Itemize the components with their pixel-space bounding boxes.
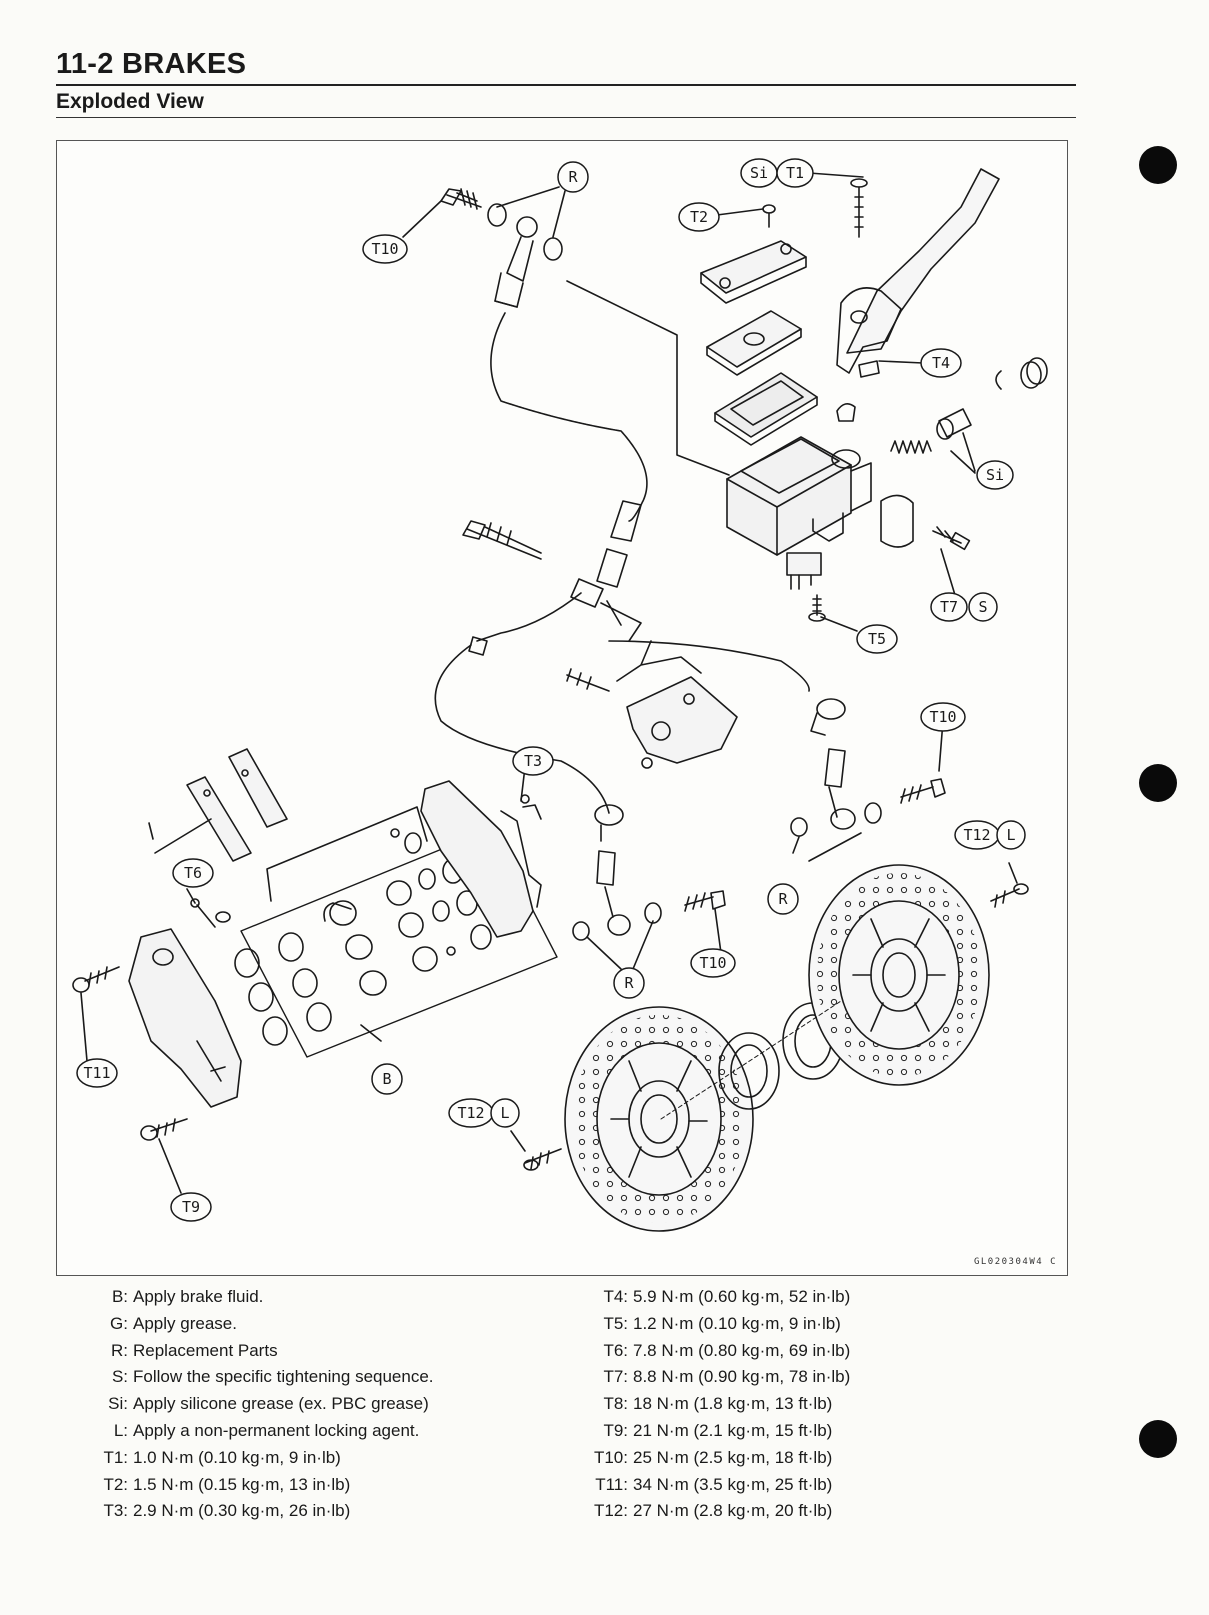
legend-row: T5:1.2 N·m (0.10 kg·m, 9 in·lb) bbox=[580, 1311, 960, 1338]
legend-key: T5: bbox=[603, 1313, 628, 1333]
callout-t7: T7 bbox=[940, 598, 958, 616]
legend-text: 1.5 N·m (0.15 kg·m, 13 in·lb) bbox=[133, 1474, 351, 1494]
title-rule bbox=[56, 84, 1076, 86]
legend-row: L:Apply a non-permanent locking agent. bbox=[80, 1418, 500, 1445]
legend-text: Apply brake fluid. bbox=[133, 1287, 264, 1306]
legend-right: T4: 5.9 N·m (0.60 kg·m, 52 in·lb) T5:1.2 … bbox=[580, 1284, 960, 1525]
binder-hole-1 bbox=[1139, 146, 1177, 184]
legend-key: Si: bbox=[108, 1394, 128, 1414]
legend-key: T3: bbox=[103, 1501, 128, 1521]
callout-si-right: Si bbox=[986, 466, 1004, 484]
page-title: 11-2 BRAKES bbox=[56, 48, 247, 80]
callout-t12-lower: T12 bbox=[457, 1104, 484, 1122]
legend-key: L: bbox=[113, 1420, 128, 1440]
callout-r-lower: R bbox=[624, 974, 634, 992]
callout-t5: T5 bbox=[868, 630, 886, 648]
legend-text: 8.8 N·m (0.90 kg·m, 78 in·lb) bbox=[633, 1367, 851, 1387]
legend-row: Si:Apply silicone grease (ex. PBC grease… bbox=[80, 1391, 500, 1418]
master-cylinder-group bbox=[566, 168, 1048, 632]
legend-key: T1: bbox=[103, 1447, 128, 1467]
legend-row: G:Apply grease. bbox=[80, 1311, 500, 1338]
legend-key: T2: bbox=[103, 1474, 128, 1494]
right-hose-group bbox=[790, 698, 946, 862]
legend-key: G: bbox=[110, 1313, 128, 1333]
callout-l-right: L bbox=[1006, 826, 1015, 844]
legend-row: T11:34 N·m (3.5 kg·m, 25 ft·lb) bbox=[580, 1472, 960, 1499]
callout-t1: T1 bbox=[786, 164, 804, 182]
callout-r-top: R bbox=[568, 168, 578, 186]
legend-key: T7: bbox=[603, 1367, 628, 1387]
legend-row: T4: 5.9 N·m (0.60 kg·m, 52 in·lb) bbox=[580, 1284, 960, 1311]
upper-hose-group bbox=[402, 186, 648, 522]
legend-key: R: bbox=[111, 1340, 128, 1360]
legend-row: S:Follow the specific tightening sequenc… bbox=[80, 1364, 500, 1391]
callout-si-top: Si bbox=[750, 164, 768, 182]
legend-key: S: bbox=[111, 1367, 128, 1387]
callout-t11: T11 bbox=[83, 1064, 110, 1082]
legend-row: B: Apply brake fluid. bbox=[80, 1284, 500, 1311]
section-title: Exploded View bbox=[56, 90, 204, 113]
legend-text: Apply grease. bbox=[133, 1313, 237, 1333]
legend-text: 27 N·m (2.8 kg·m, 20 ft·lb) bbox=[633, 1501, 833, 1521]
legend-text: Replacement Parts bbox=[133, 1340, 278, 1360]
legend-row: T6:7.8 N·m (0.80 kg·m, 69 in·lb) bbox=[580, 1338, 960, 1365]
exploded-view-figure: R Si T1 T2 T10 T4 Si T7 S T5 T10 T3 bbox=[56, 140, 1068, 1276]
callout-t10-right: T10 bbox=[929, 708, 956, 726]
legend-row: T8:18 N·m (1.8 kg·m, 13 ft·lb) bbox=[580, 1391, 960, 1418]
binder-hole-3 bbox=[1139, 1420, 1177, 1458]
legend-text: Follow the specific tightening sequence. bbox=[133, 1367, 434, 1387]
callout-t10-top: T10 bbox=[371, 240, 398, 258]
callout-r-right: R bbox=[778, 890, 788, 908]
section-rule bbox=[56, 117, 1076, 118]
legend-row: T3:2.9 N·m (0.30 kg·m, 26 in·lb) bbox=[80, 1498, 500, 1525]
callout-t4: T4 bbox=[932, 354, 950, 372]
legend-key: T8: bbox=[603, 1394, 628, 1414]
callout-t10-lower: T10 bbox=[699, 954, 726, 972]
legend-row: T2:1.5 N·m (0.15 kg·m, 13 in·lb) bbox=[80, 1472, 500, 1499]
legend-text: 5.9 N·m (0.60 kg·m, 52 in·lb) bbox=[633, 1287, 851, 1306]
exploded-view-drawing: R Si T1 T2 T10 T4 Si T7 S T5 T10 T3 bbox=[72, 158, 1048, 1232]
legend-text: 1.0 N·m (0.10 kg·m, 9 in·lb) bbox=[133, 1447, 341, 1467]
legend-text: 34 N·m (3.5 kg·m, 25 ft·lb) bbox=[633, 1474, 833, 1494]
legend-text: 25 N·m (2.5 kg·m, 18 ft·lb) bbox=[633, 1447, 833, 1467]
legend-left: B: Apply brake fluid. G:Apply grease. R:R… bbox=[80, 1284, 500, 1525]
legend-row: T9:21 N·m (2.1 kg·m, 15 ft·lb) bbox=[580, 1418, 960, 1445]
legend-key: T11: bbox=[595, 1474, 628, 1494]
left-hose-group bbox=[520, 766, 726, 970]
legend-row: T10:25 N·m (2.5 kg·m, 18 ft·lb) bbox=[580, 1445, 960, 1472]
legend-text: 18 N·m (1.8 kg·m, 13 ft·lb) bbox=[633, 1394, 833, 1414]
callout-t12-right: T12 bbox=[963, 826, 990, 844]
legend-text: 2.9 N·m (0.30 kg·m, 26 in·lb) bbox=[133, 1501, 351, 1521]
brake-discs bbox=[510, 862, 1029, 1232]
caliper-group bbox=[72, 748, 558, 1194]
callout-t9: T9 bbox=[182, 1198, 200, 1216]
legend-text: Apply silicone grease (ex. PBC grease) bbox=[133, 1394, 429, 1414]
legend-key: T10: bbox=[593, 1447, 628, 1467]
legend-key: T6: bbox=[603, 1340, 628, 1360]
legend-key: T9: bbox=[603, 1420, 628, 1440]
legend-text: 7.8 N·m (0.80 kg·m, 69 in·lb) bbox=[633, 1340, 851, 1360]
callout-s: S bbox=[978, 598, 987, 616]
callout-t6: T6 bbox=[184, 864, 202, 882]
legend-text: 21 N·m (2.1 kg·m, 15 ft·lb) bbox=[633, 1420, 833, 1440]
legend-row: T1:1.0 N·m (0.10 kg·m, 9 in·lb) bbox=[80, 1445, 500, 1472]
hose-splitter-group bbox=[434, 500, 810, 814]
legend-key: T12: bbox=[593, 1501, 628, 1521]
callout-t3: T3 bbox=[524, 752, 542, 770]
legend-row: T12:27 N·m (2.8 kg·m, 20 ft·lb) bbox=[580, 1498, 960, 1525]
legend-text: 1.2 N·m (0.10 kg·m, 9 in·lb) bbox=[633, 1313, 841, 1333]
legend-row: R:Replacement Parts bbox=[80, 1338, 500, 1365]
callout-b: B bbox=[382, 1070, 391, 1088]
legend-key: B: bbox=[111, 1287, 128, 1306]
legend-text: Apply a non-permanent locking agent. bbox=[133, 1420, 420, 1440]
callout-l-lower: L bbox=[500, 1104, 509, 1122]
binder-hole-2 bbox=[1139, 764, 1177, 802]
legend-row: T7:8.8 N·m (0.90 kg·m, 78 in·lb) bbox=[580, 1364, 960, 1391]
figure-code: GL020304W4 C bbox=[973, 1257, 1057, 1267]
callout-t2: T2 bbox=[690, 208, 708, 226]
legend-key: T4: bbox=[603, 1287, 628, 1306]
